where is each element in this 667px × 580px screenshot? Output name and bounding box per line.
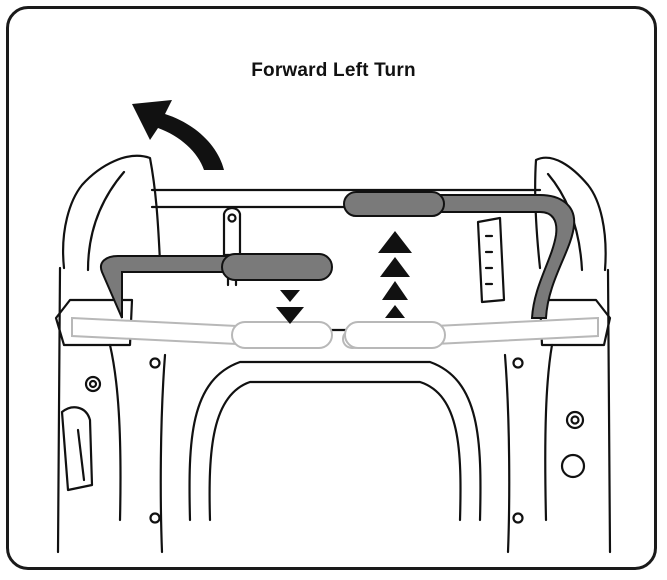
right-fender-outline <box>534 156 607 272</box>
right-body-edge <box>606 268 612 554</box>
choke-handle <box>222 206 242 257</box>
left-knob-inner <box>88 379 98 389</box>
left-panel-curve <box>108 343 122 522</box>
right-socket <box>560 453 586 479</box>
neutral-levers-ghost <box>71 316 599 350</box>
bolt <box>512 357 524 369</box>
left-body-edge <box>56 266 62 554</box>
height-notches <box>484 234 494 286</box>
left-motion-lever <box>100 253 333 319</box>
down-arrows <box>276 290 304 324</box>
left-fender-outline <box>62 154 162 270</box>
up-arrow <box>382 281 408 300</box>
right-lever-grip <box>343 191 445 217</box>
bolt <box>149 512 161 524</box>
left-knob <box>84 375 102 393</box>
seat-frame-outer <box>159 353 511 554</box>
up-arrow <box>380 257 410 277</box>
left-neutral-grip <box>231 321 333 349</box>
bolt <box>512 512 524 524</box>
turn-left-arrow-icon <box>132 100 224 170</box>
choke-hole <box>227 213 237 223</box>
left-lever-arm <box>100 255 231 319</box>
down-arrow <box>280 290 300 302</box>
right-neutral-grip <box>344 321 446 349</box>
left-fender-inner <box>86 170 126 272</box>
right-key <box>565 410 585 430</box>
height-bracket <box>476 216 506 304</box>
throttle-lever <box>60 406 94 492</box>
left-lever-grip <box>221 253 333 281</box>
up-arrow <box>385 305 405 318</box>
up-arrows <box>378 231 412 318</box>
up-arrow <box>378 231 412 253</box>
right-panel-curve <box>544 343 554 522</box>
throttle-slot <box>76 428 86 482</box>
right-motion-lever <box>343 191 576 319</box>
diagram-title: Forward Left Turn <box>251 60 416 81</box>
down-arrow <box>276 307 304 324</box>
seat-opening-inner <box>208 380 462 522</box>
bolt <box>149 357 161 369</box>
right-key-inner <box>570 415 580 425</box>
seat-opening <box>188 360 482 522</box>
